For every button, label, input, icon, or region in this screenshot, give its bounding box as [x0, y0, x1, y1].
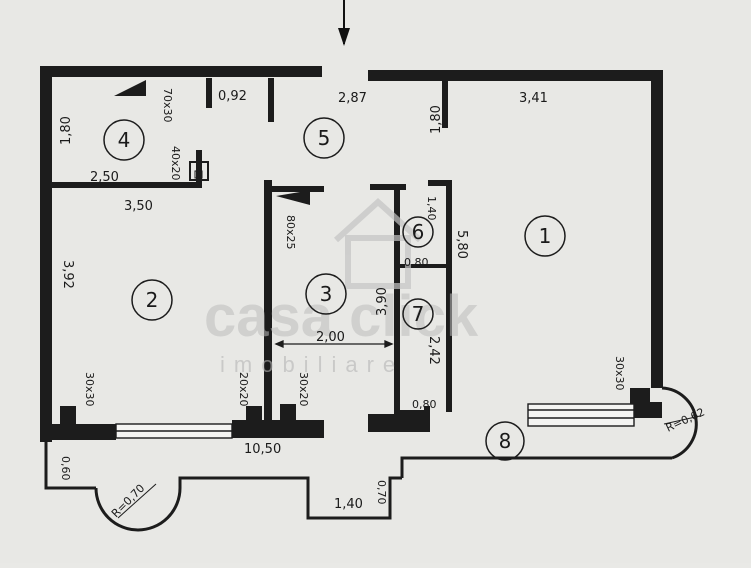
dim-060: 0,60 [59, 456, 72, 481]
dim-390: 3,90 [375, 287, 390, 316]
dim-580: 5,80 [454, 230, 469, 259]
dim-140-balcony: 1,40 [334, 497, 363, 512]
room-3-label: 3 [320, 282, 333, 306]
dim-392: 3,92 [60, 260, 75, 289]
radius-line-062 [663, 415, 701, 425]
dimension-line-200 [274, 340, 394, 348]
dim-70x30: 70x30 [161, 88, 174, 123]
balcony-outline [44, 386, 698, 532]
dim-350: 3,50 [124, 199, 153, 214]
room-8-circle [485, 421, 525, 461]
room-4-circle [103, 119, 145, 161]
dim-070: 0,70 [375, 480, 388, 505]
room-7-label: 7 [412, 302, 425, 326]
interior-walls [52, 78, 452, 430]
dim-140: 1,40 [425, 196, 438, 221]
room-1-circle [524, 215, 566, 257]
dim-080-top: 0,80 [404, 256, 429, 269]
dim-080-bottom: 0,80 [412, 398, 437, 411]
windows [115, 403, 635, 439]
dim-30x30-right: 30x30 [613, 356, 626, 391]
dim-1050: 10,50 [244, 442, 281, 457]
room-3-circle [305, 273, 347, 315]
room-2-label: 2 [146, 288, 159, 312]
dim-80x25: 80x25 [284, 215, 297, 250]
dim-242: 2,42 [426, 336, 441, 365]
house-logo-icon [333, 197, 423, 289]
dim-341: 3,41 [519, 91, 548, 106]
entrance-arrow-icon [338, 0, 350, 46]
dim-180-right: 1,80 [429, 105, 444, 134]
room-7-circle [402, 298, 434, 330]
room-8-label: 8 [499, 429, 512, 453]
room-5-circle [303, 117, 345, 159]
ventilation-ducts [60, 80, 650, 424]
dim-30x30-left: 30x30 [83, 372, 96, 407]
dim-30x20: 30x20 [297, 372, 310, 407]
dim-20x20: 20x20 [237, 372, 250, 407]
room-4-label: 4 [118, 128, 131, 152]
dim-180-left: 1,80 [59, 116, 74, 145]
room-6-label: 6 [412, 220, 425, 244]
watermark-sub: imobiliare [220, 352, 404, 377]
dim-287: 2,87 [338, 91, 367, 106]
room-6-circle [402, 216, 434, 248]
room-markers [103, 117, 566, 461]
dim-200: 2,00 [316, 330, 345, 345]
dim-250: 2,50 [90, 170, 119, 185]
dim-092: 0,92 [218, 89, 247, 104]
radius-line-070 [117, 483, 157, 519]
outer-walls [40, 66, 663, 442]
room-1-label: 1 [539, 224, 552, 248]
watermark: casa click imobiliare [204, 197, 479, 377]
room-5-label: 5 [318, 126, 331, 150]
room-2-circle [131, 279, 173, 321]
dim-40x20: 40x20 [169, 146, 182, 181]
